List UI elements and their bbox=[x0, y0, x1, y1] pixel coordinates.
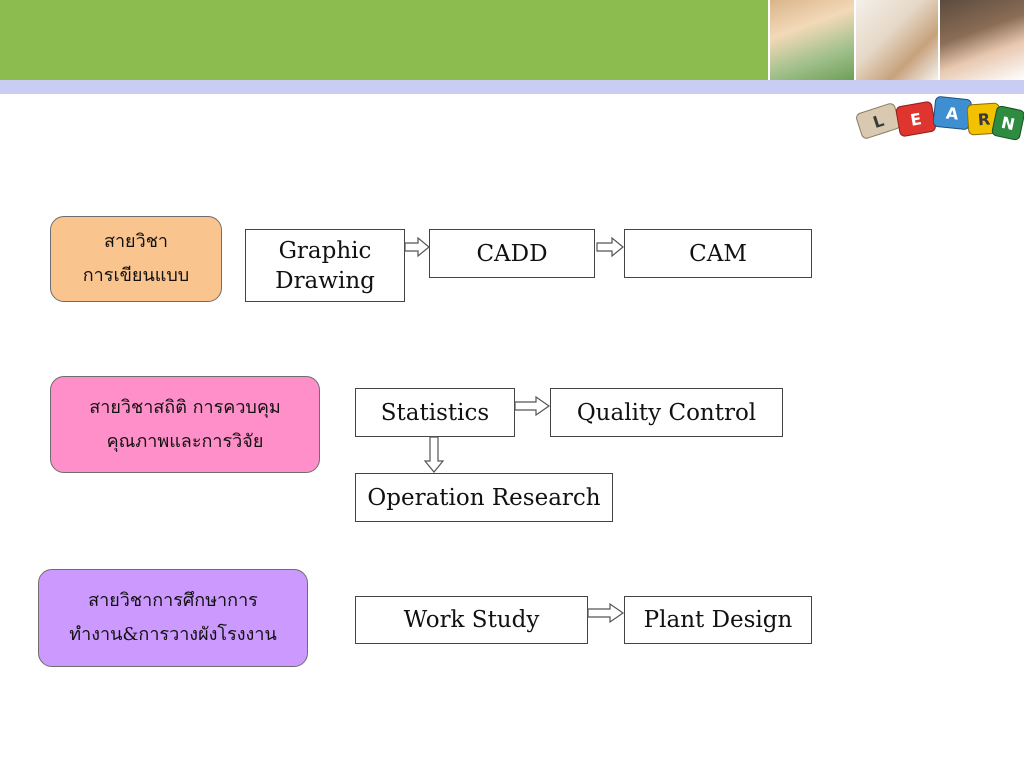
puzzle-piece-r: R bbox=[966, 102, 1002, 136]
puzzle-piece-n: N bbox=[991, 105, 1024, 141]
arrow-graphic-to-cadd bbox=[404, 236, 430, 258]
puzzle-piece-a: A bbox=[932, 96, 972, 130]
node-graphic-drawing: Graphic Drawing bbox=[245, 229, 405, 302]
arrow-cadd-to-cam bbox=[596, 236, 624, 258]
svg-text:R: R bbox=[977, 110, 991, 130]
arrow-statistics-to-quality bbox=[514, 395, 551, 417]
node-plant-design: Plant Design bbox=[624, 596, 812, 644]
header-stripe bbox=[0, 80, 1024, 94]
category-work-study-line2: ทำงาน&การวางผังโรงงาน bbox=[69, 624, 277, 645]
node-graphic-drawing-line2: Drawing bbox=[275, 267, 375, 294]
puzzle-piece-e: E bbox=[895, 101, 936, 137]
category-statistics-line1: สายวิชาสถิติ การควบคุม bbox=[89, 396, 281, 418]
node-cam: CAM bbox=[624, 229, 812, 278]
category-work-study-line1: สายวิชาการศึกษาการ bbox=[88, 590, 258, 611]
header-photo-drawing bbox=[856, 0, 938, 80]
category-drawing: สายวิชา การเขียนแบบ bbox=[50, 216, 222, 302]
header-photo-child bbox=[770, 0, 854, 80]
learn-puzzle-logo: L E A R N bbox=[856, 96, 1024, 141]
arrow-workstudy-to-plant bbox=[587, 602, 625, 624]
node-quality-control: Quality Control bbox=[550, 388, 783, 437]
svg-text:N: N bbox=[1000, 113, 1017, 134]
category-work-study: สายวิชาการศึกษาการ ทำงาน&การวางผังโรงงาน bbox=[38, 569, 308, 667]
category-statistics-line2: คุณภาพและการวิจัย bbox=[106, 430, 264, 452]
arrow-statistics-to-operation bbox=[423, 436, 445, 473]
header-bar bbox=[0, 0, 768, 80]
node-work-study: Work Study bbox=[355, 596, 588, 644]
header-photo-kids bbox=[940, 0, 1024, 80]
node-statistics: Statistics bbox=[355, 388, 515, 437]
category-statistics: สายวิชาสถิติ การควบคุม คุณภาพและการวิจัย bbox=[50, 376, 320, 473]
puzzle-piece-l: L bbox=[856, 103, 901, 139]
category-drawing-line2: การเขียนแบบ bbox=[82, 265, 190, 286]
node-graphic-drawing-line1: Graphic bbox=[278, 237, 372, 264]
node-cadd: CADD bbox=[429, 229, 595, 278]
svg-text:A: A bbox=[945, 103, 960, 123]
svg-text:E: E bbox=[909, 109, 923, 130]
node-operation-research: Operation Research bbox=[355, 473, 613, 522]
category-drawing-line1: สายวิชา bbox=[103, 231, 169, 252]
